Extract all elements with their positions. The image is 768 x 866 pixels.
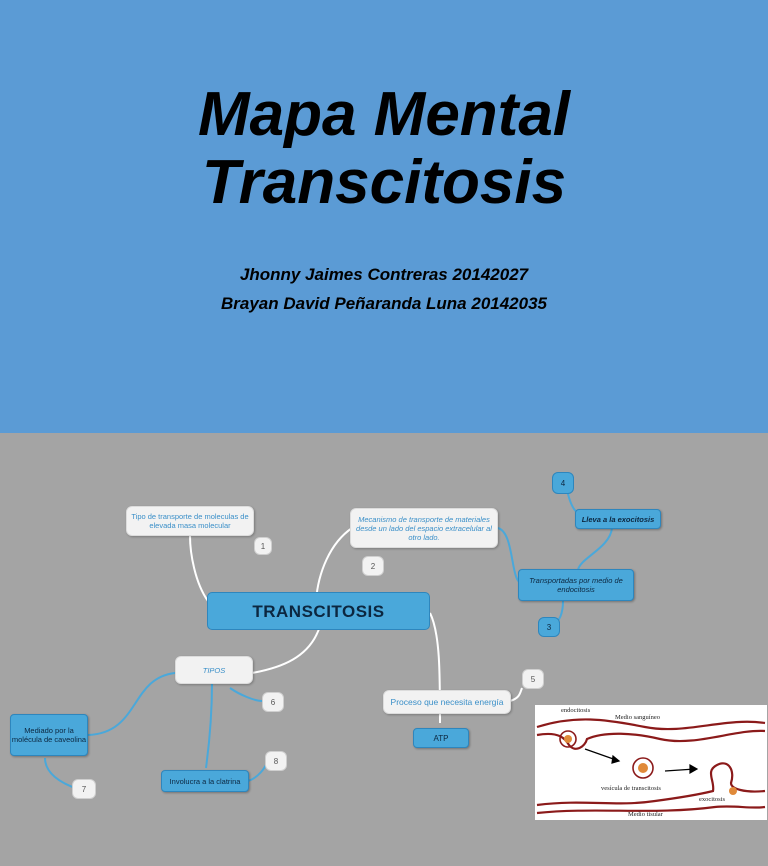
node-tipos: TIPOS xyxy=(175,656,253,684)
node-mediado-caveolina: Mediado por la molécula de caveolina xyxy=(10,714,88,756)
node-lleva-exocitosis: Lleva a la exocitosis xyxy=(575,509,661,529)
node-number-4: 4 xyxy=(552,472,574,494)
title-line-2: Transcitosis xyxy=(201,148,567,217)
node-number-6: 6 xyxy=(262,692,284,712)
node-proceso-energia: Proceso que necesita energía xyxy=(383,690,511,714)
node-number-2: 2 xyxy=(362,556,384,576)
connector-lines xyxy=(44,479,613,790)
vesicle-transcytosis xyxy=(632,757,654,779)
node-transportadas: Transportadas por medio de endocitosis xyxy=(518,569,634,601)
central-node: TRANSCITOSIS xyxy=(207,592,430,630)
node-number-1: 1 xyxy=(254,537,272,555)
title-panel: Mapa Mental Transcitosis Jhonny Jaimes C… xyxy=(0,0,768,433)
vesicle-endocytosis xyxy=(559,730,577,748)
label-exocitosis: exocitosis xyxy=(699,796,725,803)
transcytosis-diagram: endocitosis Medio sanguíneo vesícula de … xyxy=(535,705,767,820)
node-number-7: 7 xyxy=(72,779,96,799)
node-involucra-clatrina: Involucra a la clatrina xyxy=(161,770,249,792)
node-mecanismo: Mecanismo de transporte de materiales de… xyxy=(350,508,498,548)
label-medio-tisular: Medio tisular xyxy=(628,811,663,818)
node-atp: ATP xyxy=(413,728,469,748)
node-number-5: 5 xyxy=(522,669,544,689)
author-1: Jhonny Jaimes Contreras 20142027 xyxy=(239,265,529,284)
label-medio-sanguineo: Medio sanguíneo xyxy=(615,714,660,721)
label-vesicula: vesícula de transcitosis xyxy=(601,785,661,792)
title-line-1: Mapa Mental xyxy=(197,80,571,149)
node-number-8: 8 xyxy=(265,751,287,771)
author-2: Brayan David Peñaranda Luna 20142035 xyxy=(221,294,547,313)
node-number-3: 3 xyxy=(538,617,560,637)
transcytosis-illustration xyxy=(536,718,766,815)
node-tipo-definicion: Tipo de transporte de moleculas de eleva… xyxy=(126,506,254,536)
label-endocitosis: endocitosis xyxy=(561,707,591,714)
mind-map-panel: Tipo de transporte de moleculas de eleva… xyxy=(0,433,768,866)
vesicle-exocytosis xyxy=(729,787,737,795)
